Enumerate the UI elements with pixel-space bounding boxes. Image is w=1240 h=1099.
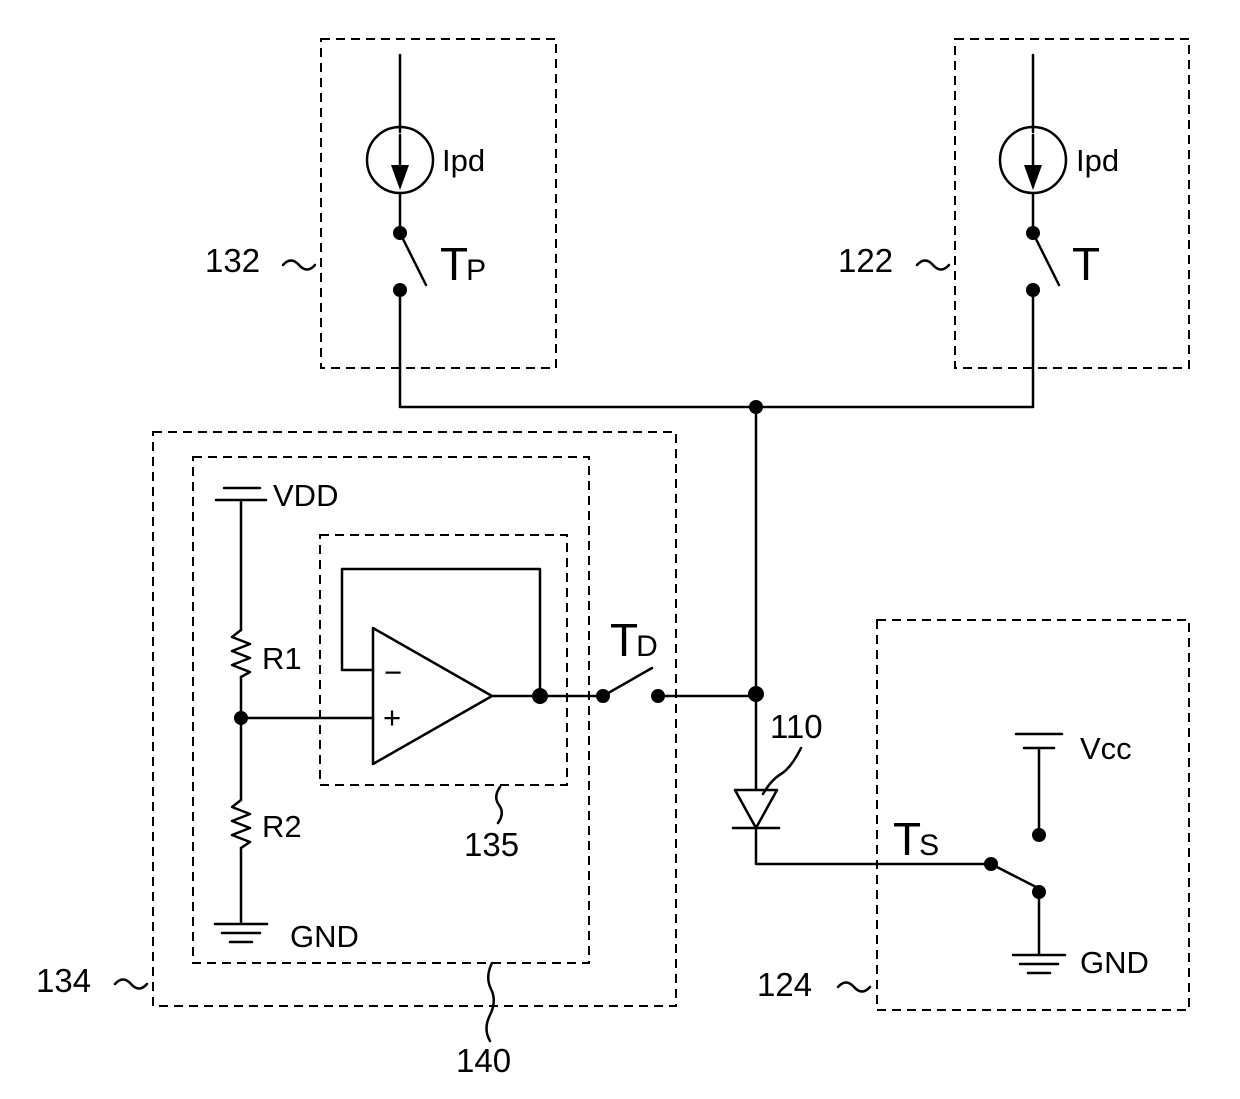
ref-135: 135	[464, 826, 519, 863]
ref-122: 122	[838, 242, 893, 279]
label-switch-td: TD	[610, 614, 658, 666]
label-r1: R1	[262, 641, 302, 676]
ground-symbol-left	[215, 924, 267, 942]
vcc-supply	[1016, 734, 1062, 835]
resistor-r2	[232, 800, 250, 848]
switch-t-blade	[1033, 233, 1059, 285]
switch-tp-blade	[400, 233, 426, 285]
vdd-supply	[216, 488, 266, 630]
switch-ts-terminal-vcc	[1032, 828, 1046, 842]
block-132	[321, 39, 556, 368]
leader-134	[115, 980, 147, 989]
opamp-output-node	[532, 688, 548, 704]
opamp-buffer	[373, 628, 492, 764]
leader-140	[487, 963, 494, 1041]
label-gnd-left: GND	[290, 919, 359, 954]
ref-110: 110	[770, 708, 823, 745]
label-vdd: VDD	[273, 478, 338, 513]
label-switch-tp: TP	[440, 238, 486, 290]
ground-symbol-right	[1013, 955, 1065, 973]
block-134	[153, 432, 676, 1006]
label-ipd-left: Ipd	[442, 143, 485, 178]
ref-124: 124	[757, 966, 812, 1003]
label-vcc: Vcc	[1080, 731, 1132, 766]
label-switch-ts: TS	[893, 813, 939, 865]
diode-110	[733, 790, 779, 828]
leader-132	[283, 261, 315, 270]
opamp-plus-sign: +	[383, 700, 401, 735]
ref-134: 134	[36, 962, 91, 999]
opamp-minus-sign: −	[384, 655, 402, 690]
diode-to-ts-wire	[756, 828, 991, 864]
block-122	[955, 39, 1189, 368]
photodiode-source-left	[367, 55, 433, 233]
switch-ts-blade	[991, 864, 1036, 887]
top-bus-wire	[400, 290, 1033, 407]
label-ipd-right: Ipd	[1076, 143, 1119, 178]
switch-td-blade	[603, 668, 652, 696]
label-gnd-right: GND	[1080, 945, 1149, 980]
block-135	[320, 535, 567, 785]
leader-135	[496, 787, 502, 823]
label-r2: R2	[262, 809, 302, 844]
leader-122	[917, 261, 949, 270]
ref-140: 140	[456, 1042, 511, 1079]
label-switch-t: T	[1072, 238, 1100, 290]
resistor-r1	[232, 630, 250, 677]
leader-110	[763, 748, 801, 794]
photodiode-source-right	[1000, 55, 1066, 233]
leader-124	[838, 983, 870, 992]
opamp-feedback-wire	[342, 569, 540, 696]
ref-132: 132	[205, 242, 260, 279]
